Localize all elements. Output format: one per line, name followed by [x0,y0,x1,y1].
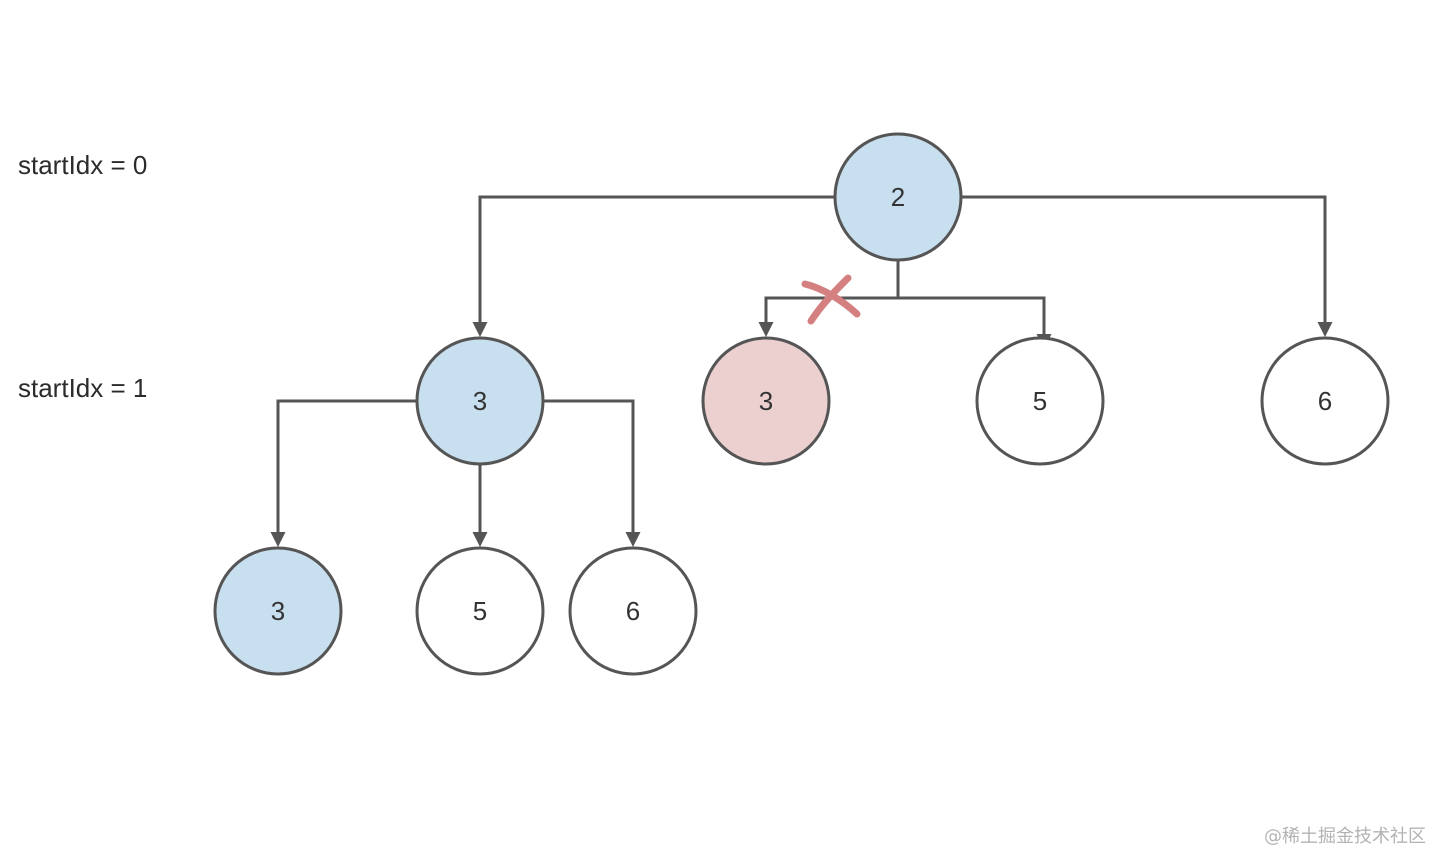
node-level1-6: 6 [1260,336,1390,466]
edge-root-to-6 [961,195,1333,337]
node-level2-5: 5 [415,546,545,676]
node-level1-selected-3: 3 [415,336,545,466]
node-value: 6 [1318,386,1332,416]
node-root: 2 [833,132,963,262]
node-value: 5 [1033,386,1047,416]
node-value: 3 [473,386,487,416]
edge-root-to-5 [898,296,1052,349]
node-level2-selected-3: 3 [213,546,343,676]
level-1-label: startIdx = 1 [18,373,147,403]
node-level1-pruned-3: 3 [701,336,831,466]
edge-root-to-left-3 [472,195,835,337]
edge-3-to-6 [543,399,641,547]
watermark-text: @稀土掘金技术社区 [1264,826,1426,847]
edge-root-to-pruned-3 [758,296,898,337]
node-value: 3 [759,386,773,416]
node-value: 2 [891,182,905,212]
node-value: 5 [473,596,487,626]
node-value: 6 [626,596,640,626]
edge-3-to-3 [270,399,417,547]
level-0-label: startIdx = 0 [18,150,147,180]
node-value: 3 [271,596,285,626]
node-level2-6: 6 [568,546,698,676]
prune-cross-icon [801,274,861,325]
node-level1-5: 5 [975,336,1105,466]
